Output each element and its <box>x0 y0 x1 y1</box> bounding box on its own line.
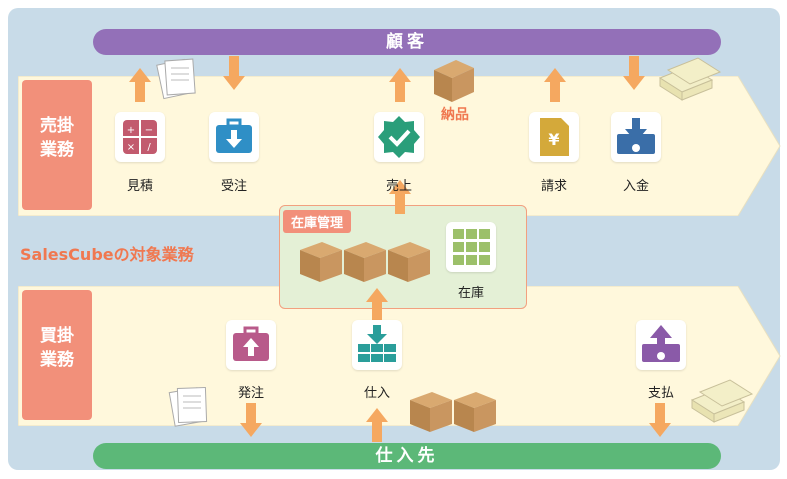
order-documents-icon <box>168 387 208 427</box>
supplier-to-purchase-arrow <box>366 408 388 442</box>
invoice-label: 請求 <box>540 179 567 194</box>
customer-bar: 顧客 <box>93 29 721 55</box>
stock-grid-icon <box>453 229 490 265</box>
order-icon <box>209 112 259 162</box>
delivery-label: 納品 <box>441 107 469 123</box>
sales-icon <box>374 112 424 162</box>
purchase-section-label: 買掛 業務 <box>22 290 92 420</box>
invoice-up-arrow <box>544 68 566 102</box>
target-scope-label: SalesCubeの対象業務 <box>20 245 194 264</box>
quote-icon: + − × / <box>115 112 165 162</box>
invoice-icon: ¥ <box>529 112 579 162</box>
payment-down-arrow <box>649 403 671 437</box>
svg-text:×: × <box>127 142 135 153</box>
briefcase-in-icon <box>216 118 252 153</box>
purchase-order-icon <box>226 320 276 370</box>
payment-icon <box>642 325 680 362</box>
deposit-icon <box>611 112 661 162</box>
customer-label: 顧客 <box>386 32 428 52</box>
warehouse-in-icon <box>358 325 396 362</box>
stock-label: 在庫 <box>457 286 484 301</box>
purchase-order-label: 発注 <box>237 386 264 401</box>
delivery-box-icon <box>434 60 474 102</box>
sales-section-label: 売掛 業務 <box>22 80 92 210</box>
svg-text:−: − <box>145 125 153 136</box>
payment-label: 支払 <box>647 386 674 401</box>
briefcase-out-icon <box>233 326 269 361</box>
stock-boxes-icon <box>300 242 430 282</box>
supplier-label: 仕入先 <box>375 446 439 466</box>
payment-money-icon <box>690 379 754 423</box>
supplier-bar: 仕入先 <box>93 443 721 469</box>
order-to-supplier-arrow <box>240 403 262 437</box>
stock-icon <box>446 222 496 272</box>
order-down-arrow <box>223 56 245 90</box>
yen-document-icon: ¥ <box>540 118 569 156</box>
check-badge-icon <box>378 116 420 158</box>
sales-label: 売上 <box>385 179 412 194</box>
svg-text:¥: ¥ <box>548 130 559 149</box>
svg-text:/: / <box>147 142 151 153</box>
purchase-to-stock-arrow <box>366 288 388 322</box>
sales-section-line1: 売掛 <box>40 116 74 136</box>
svg-text:+: + <box>127 125 135 136</box>
inventory-title: 在庫管理 <box>283 210 352 233</box>
sales-up-arrow <box>389 68 411 102</box>
purchase-icon <box>352 320 402 370</box>
payment-icon <box>636 320 686 370</box>
sales-section-line2: 業務 <box>40 140 74 160</box>
deposit-label: 入金 <box>622 179 649 194</box>
documents-icon <box>156 58 196 100</box>
incoming-boxes-icon <box>410 392 496 432</box>
purchase-section-line2: 業務 <box>40 350 74 370</box>
deposit-down-arrow <box>623 56 645 90</box>
money-stack-icon <box>658 57 722 101</box>
purchase-label: 仕入 <box>363 386 390 401</box>
quote-up-arrow <box>129 68 151 102</box>
purchase-section-line1: 買掛 <box>40 326 74 346</box>
quote-label: 見積 <box>126 179 153 194</box>
calculator-icon: + − × / <box>123 120 157 154</box>
deposit-icon <box>617 118 655 154</box>
order-label: 受注 <box>220 179 247 194</box>
